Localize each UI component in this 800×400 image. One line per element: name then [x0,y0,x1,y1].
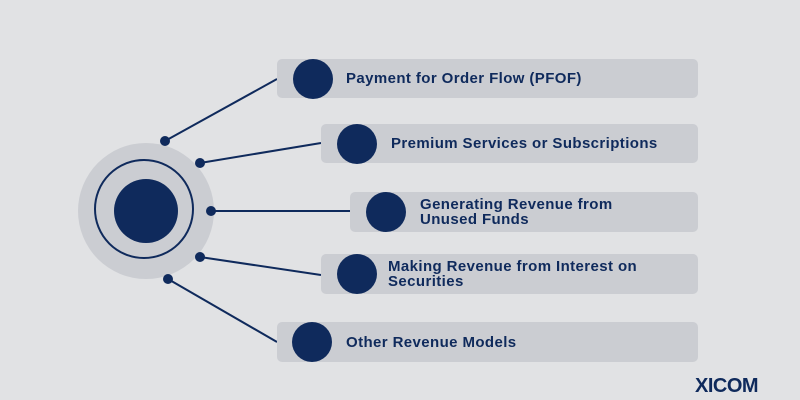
item-bullet-icon [366,192,406,232]
hub-core [114,179,178,243]
item-bullet-icon [337,124,377,164]
item-label: Making Revenue from Interest on Securiti… [388,258,638,290]
revenue-model-item-5 [277,322,698,362]
connector-line-1 [164,78,278,142]
revenue-model-item-3 [350,192,698,232]
connector-dot-3 [206,206,216,216]
item-label: Generating Revenue from Unused Funds [420,196,613,228]
connector-line-5 [167,278,278,343]
hub-ring [94,159,194,259]
connector-line-4 [199,256,322,276]
item-label: Premium Services or Subscriptions [391,134,658,152]
connector-dot-1 [160,136,170,146]
connector-line-2 [199,142,322,164]
connector-dot-5 [163,274,173,284]
item-label: Other Revenue Models [346,333,517,351]
item-bullet-icon [292,322,332,362]
connector-dot-2 [195,158,205,168]
revenue-model-item-2 [321,124,698,163]
xicom-logo: XICOM [695,375,759,397]
revenue-model-item-1 [277,59,698,98]
item-bullet-icon [293,59,333,99]
item-bullet-icon [337,254,377,294]
connector-dot-4 [195,252,205,262]
item-label: Payment for Order Flow (PFOF) [346,69,582,87]
revenue-model-item-4 [321,254,698,294]
